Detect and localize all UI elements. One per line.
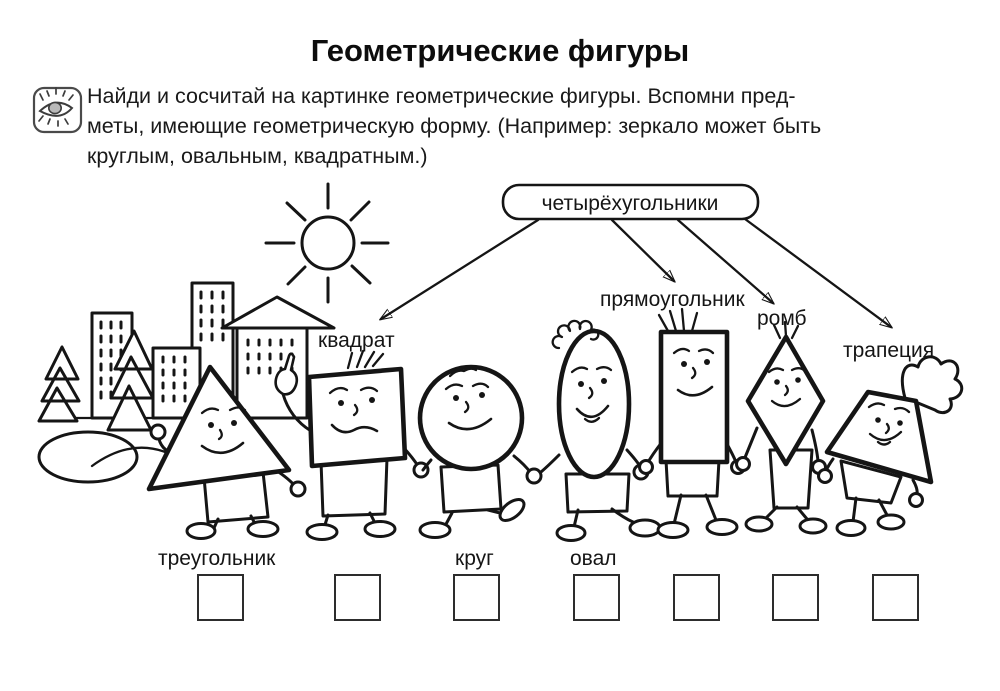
rhombus-right-hand [811, 459, 827, 475]
label-rectangle: прямоугольник [600, 288, 746, 311]
page-title: Геометрические фигуры [310, 33, 690, 68]
instruction-line-3: круглым, овальным, квадратным.) [87, 144, 428, 168]
answer-box-triangle[interactable] [197, 574, 244, 621]
label-oval: овал [570, 547, 617, 570]
shape-labels: квадрат прямоугольник ромб трапеция треу… [158, 288, 934, 570]
rectangle-left-hand [638, 459, 654, 475]
house [220, 295, 336, 420]
background-scenery [37, 182, 390, 484]
eye-look-icon-svg [32, 86, 83, 134]
oval-curly-hair [551, 319, 600, 350]
instruction-line-2: меты, имеющие геометрическую форму. (Нап… [87, 114, 822, 138]
oval-right-hand [632, 463, 650, 481]
trapezoid-skirt [839, 459, 903, 505]
rectangle-right-hand [730, 459, 746, 475]
trapezoid-shape [824, 389, 934, 485]
triangle-shape [146, 364, 292, 492]
oval-shape [556, 328, 632, 480]
square-right-hand [412, 461, 430, 479]
rectangle-hair [657, 307, 699, 333]
rhombus-character [735, 320, 828, 535]
instruction-text: Найди и сосчитай на картинке геометричес… [87, 81, 927, 171]
trapezoid-bow [900, 355, 964, 415]
circle-right-hand [525, 467, 543, 485]
ground-mound [90, 446, 188, 468]
oval-character [539, 319, 662, 542]
group-label: четырёхугольники [542, 192, 719, 215]
triangle-left-hand [149, 423, 167, 441]
answer-box-circle[interactable] [453, 574, 500, 621]
answer-box-rhombus[interactable] [772, 574, 819, 621]
rectangle-character [638, 307, 746, 539]
answer-box-oval[interactable] [573, 574, 620, 621]
rhombus-left-hand [735, 456, 751, 472]
trapezoid-character [817, 355, 964, 537]
quadrilaterals-callout: четырёхугольники [381, 183, 891, 327]
label-triangle: треугольник [158, 547, 276, 570]
group-label-box [501, 183, 760, 221]
eye-look-icon [31, 83, 85, 137]
square-hair [346, 349, 385, 370]
answer-box-trapezoid[interactable] [872, 574, 919, 621]
label-square: квадрат [318, 329, 395, 352]
fir-trees [37, 329, 155, 432]
square-shape [306, 366, 408, 469]
circle-hair [448, 367, 478, 378]
buildings [60, 281, 337, 420]
answer-box-rectangle[interactable] [673, 574, 720, 621]
triangle-right-hand [289, 480, 307, 498]
label-rhombus: ромб [757, 307, 807, 330]
square-pointing-hand [274, 352, 299, 396]
instruction-line-1: Найди и сосчитай на картинке геометричес… [87, 84, 796, 108]
arrow-to-rhombus [676, 218, 773, 303]
arrow-to-rectangle [610, 218, 674, 281]
square-character [274, 349, 430, 541]
rectangle-shape [658, 329, 730, 465]
arrow-to-trapezoid [743, 217, 891, 327]
arrow-to-square [381, 218, 540, 319]
pond-oval [37, 430, 139, 484]
trapezoid-right-hand [908, 492, 924, 508]
rhombus-hair [772, 320, 800, 340]
answer-box-square[interactable] [334, 574, 381, 621]
callout-arrows [381, 217, 891, 327]
sun [264, 182, 390, 304]
triangle-character [146, 364, 307, 540]
circle-character [417, 364, 543, 539]
rhombus-shape [745, 334, 826, 467]
label-trapezoid: трапеция [843, 339, 934, 362]
label-circle: круг [455, 547, 494, 570]
trapezoid-left-hand [817, 468, 833, 484]
circle-shape [417, 364, 525, 472]
